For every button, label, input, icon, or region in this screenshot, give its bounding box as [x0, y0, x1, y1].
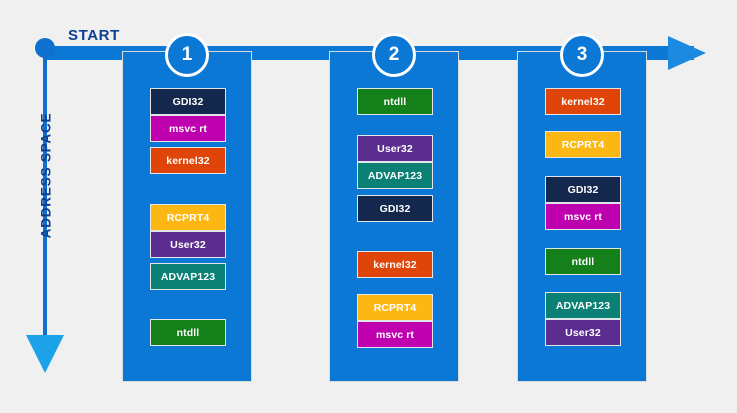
module-box-kernel32: kernel32 — [150, 147, 226, 174]
module-box-kernel32: kernel32 — [545, 88, 621, 115]
start-label: START — [68, 27, 120, 44]
timeline-arrow-head-icon — [668, 36, 706, 70]
module-box-ntdll: ntdll — [545, 248, 621, 275]
module-box-gdi32: GDI32 — [150, 88, 226, 115]
module-box-user32: User32 — [357, 135, 433, 162]
module-box-msvc-rt: msvc rt — [357, 321, 433, 348]
module-box-ntdll: ntdll — [150, 319, 226, 346]
module-box-gdi32: GDI32 — [357, 195, 433, 222]
module-box-rcprt4: RCPRT4 — [545, 131, 621, 158]
module-box-advap123: ADVAP123 — [357, 162, 433, 189]
step-circle-3: 3 — [560, 33, 604, 77]
address-space-arrow-head-icon — [26, 335, 64, 373]
module-box-user32: User32 — [545, 319, 621, 346]
address-space-label: ADDRESS SPACE — [38, 112, 54, 239]
module-box-advap123: ADVAP123 — [150, 263, 226, 290]
address-space-axis-line — [43, 48, 47, 343]
module-box-user32: User32 — [150, 231, 226, 258]
module-box-advap123: ADVAP123 — [545, 292, 621, 319]
step-circle-1: 1 — [165, 33, 209, 77]
module-box-msvc-rt: msvc rt — [545, 203, 621, 230]
module-box-ntdll: ntdll — [357, 88, 433, 115]
module-box-gdi32: GDI32 — [545, 176, 621, 203]
module-box-rcprt4: RCPRT4 — [150, 204, 226, 231]
step-circle-2: 2 — [372, 33, 416, 77]
module-box-kernel32: kernel32 — [357, 251, 433, 278]
module-box-rcprt4: RCPRT4 — [357, 294, 433, 321]
module-box-msvc-rt: msvc rt — [150, 115, 226, 142]
